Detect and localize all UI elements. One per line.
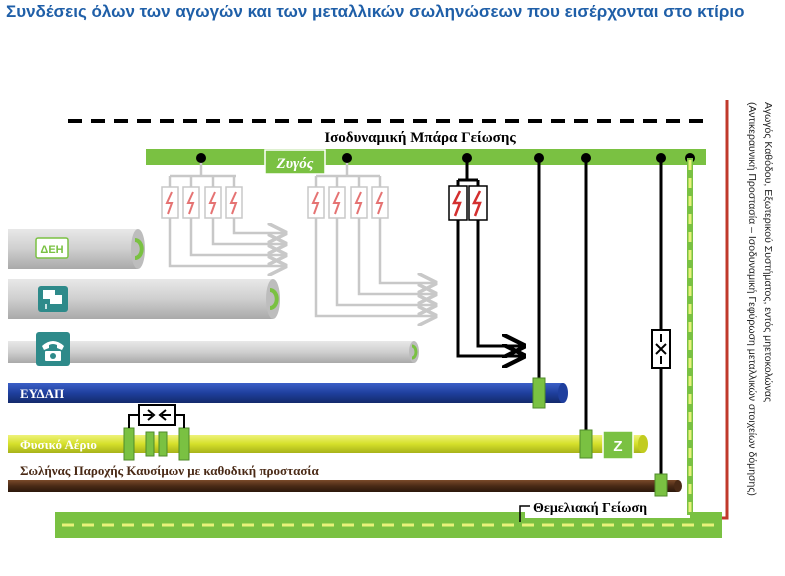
deh-label-icon: ΔΕΗ	[35, 237, 69, 259]
foundation-label: Θεμελιακή Γείωση	[533, 501, 647, 516]
foundation-label-bracket	[519, 505, 530, 522]
grey-surge-group-1	[168, 158, 285, 266]
deh-pipe	[8, 229, 145, 269]
page-title: Συνδέσεις όλων των αγωγών και των μεταλλ…	[6, 2, 745, 21]
zygos-label: Ζυγός	[276, 156, 314, 172]
gas-spark-gap-icon	[128, 404, 185, 428]
eydap-label: ΕΥΔΑΠ	[20, 386, 64, 401]
vertical-bonding-conductors	[537, 158, 663, 478]
gas-pipe	[8, 435, 648, 453]
phone-pipe	[8, 341, 419, 363]
grey-surge-group-2	[314, 158, 435, 316]
gas-meter-label: Z	[613, 438, 622, 455]
equipotential-bar	[146, 149, 706, 165]
pipe-clamps	[123, 377, 668, 497]
side-text-line1: Αγωγός Καθόδου, Εξωτερικού Συστήματος, ε…	[762, 102, 774, 402]
telephone-icon	[36, 332, 70, 366]
spark-gap-icon	[651, 329, 671, 369]
foundation-label-bg	[525, 498, 690, 518]
gas-label: Φυσικό Αέριο	[20, 437, 97, 452]
gas-meter-z: Z	[602, 430, 634, 460]
surge-arresters-left	[161, 186, 243, 219]
fuel-pipe	[8, 480, 682, 492]
zygos-box	[264, 149, 326, 175]
fuel-label: Σωλήνας Παροχής Καυσίμων με καθοδική προ…	[20, 463, 319, 478]
side-text-line2: (Αντικεραυνική Προστασία – Ισοδυναμική Γ…	[746, 102, 758, 496]
bar-label: Ισοδυναμική Μπάρα Γείωσης	[324, 130, 516, 146]
computer-network-icon	[38, 286, 68, 312]
telephone-surge-arresters	[448, 185, 488, 221]
surge-arresters-middle	[307, 186, 389, 219]
deh-label: ΔΕΗ	[40, 244, 63, 256]
eydap-pipe	[8, 383, 568, 403]
down-conductor-line	[712, 100, 729, 520]
